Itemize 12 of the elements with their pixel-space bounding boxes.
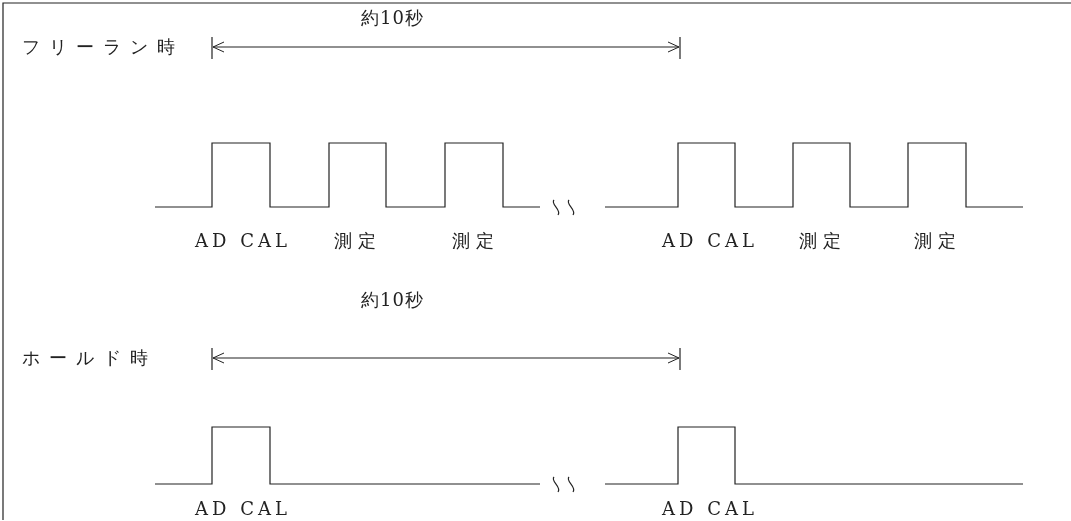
pulse-label: AD CAL	[662, 500, 758, 518]
duration-label: 約10秒	[361, 9, 424, 27]
pulse-label: AD CAL	[662, 232, 758, 250]
pulse-label: 測定	[799, 232, 847, 250]
pulse-label: 測定	[452, 232, 500, 250]
pulse-label: 測定	[334, 232, 382, 250]
pulse-label: 測定	[914, 232, 962, 250]
pulse-label: AD CAL	[195, 232, 291, 250]
row-label: フリーラン時	[22, 38, 184, 56]
pulse-label: AD CAL	[195, 500, 291, 518]
row-label: ホールド時	[22, 349, 157, 367]
duration-label: 約10秒	[361, 291, 424, 309]
